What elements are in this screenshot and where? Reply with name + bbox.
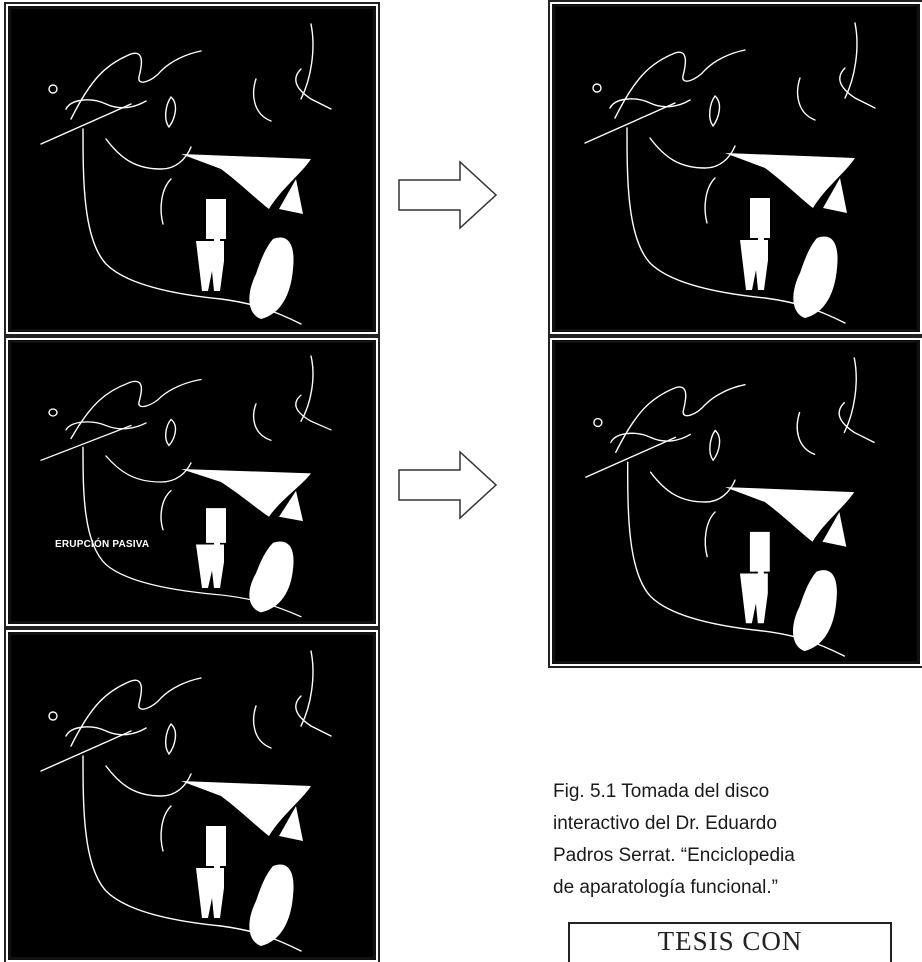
thesis-stamp: TESIS CON <box>568 922 892 962</box>
caption-line: interactivo del Dr. Eduardo <box>553 808 915 840</box>
ceph-tracing-image <box>11 635 373 957</box>
caption-line: Padros Serrat. “Enciclopedia <box>553 840 915 872</box>
ceph-panel-right-2 <box>552 340 920 664</box>
ceph-tracing-image <box>555 343 917 661</box>
erupcion-pasiva-label: ERUPCIÓN PASIVA <box>55 539 149 550</box>
ceph-panel-right-1 <box>552 4 920 332</box>
figure-caption: Fig. 5.1 Tomada del disco interactivo de… <box>553 776 915 904</box>
ceph-panel-left-2: ERUPCIÓN PASIVA <box>8 340 376 624</box>
ceph-panel-left-1 <box>8 6 376 332</box>
right-arrow-icon <box>398 450 498 520</box>
ceph-tracing-image <box>11 343 373 621</box>
ceph-tracing-image <box>555 7 917 329</box>
ceph-panel-left-3 <box>8 632 376 960</box>
caption-line: Fig. 5.1 Tomada del disco <box>553 776 915 808</box>
caption-line: de aparatología funcional.” <box>553 872 915 904</box>
ceph-tracing-image <box>11 9 373 329</box>
right-arrow-icon <box>398 160 498 230</box>
